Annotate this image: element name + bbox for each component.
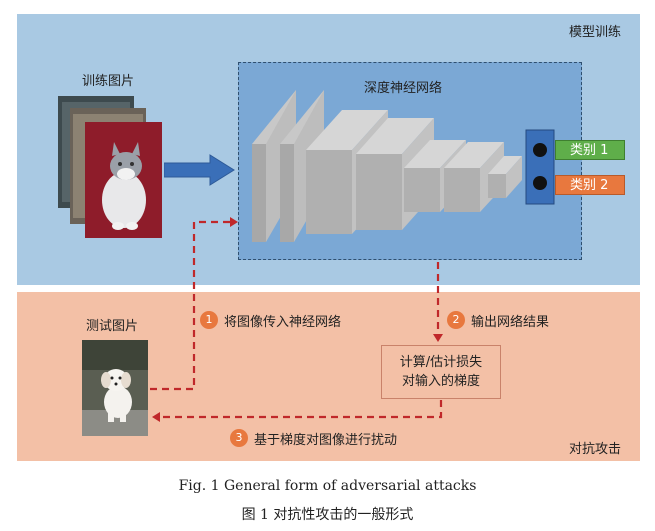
input-arrow-icon — [164, 154, 235, 186]
training-images-label: 训练图片 — [82, 74, 135, 89]
gradient-box-line-1: 计算/估计损失 — [399, 355, 483, 370]
step-1-label: 将图像传入神经网络 — [224, 315, 342, 330]
figure-caption-chinese: 图 1 对抗性攻击的一般形式 — [241, 507, 414, 523]
step-3-label: 基于梯度对图像进行扰动 — [254, 433, 398, 448]
attack-flow-arrows — [150, 217, 443, 422]
neural-network-label: 深度神经网络 — [364, 81, 443, 96]
attack-panel-title: 对抗攻击 — [569, 442, 622, 457]
gradient-box-line-2: 对输入的梯度 — [401, 374, 480, 389]
training-panel-title: 模型训练 — [569, 25, 622, 40]
class-2-output: 类别 2 — [555, 175, 625, 195]
training-images-picture — [58, 96, 162, 238]
step-2-label: 输出网络结果 — [471, 315, 550, 330]
class-1-output: 类别 1 — [555, 140, 625, 160]
test-image-label: 测试图片 — [86, 319, 139, 334]
step-2-badge: 2 — [447, 311, 465, 329]
training-image-stack — [58, 94, 168, 244]
figure-caption-english: Fig. 1 General form of adversarial attac… — [178, 478, 477, 494]
gradient-computation-box: 计算/估计损失 对输入的梯度 — [381, 345, 501, 399]
step-1-badge: 1 — [200, 311, 218, 329]
network-layers-graphic — [252, 90, 555, 242]
test-image-picture — [82, 340, 148, 436]
step-3-badge: 3 — [230, 429, 248, 447]
